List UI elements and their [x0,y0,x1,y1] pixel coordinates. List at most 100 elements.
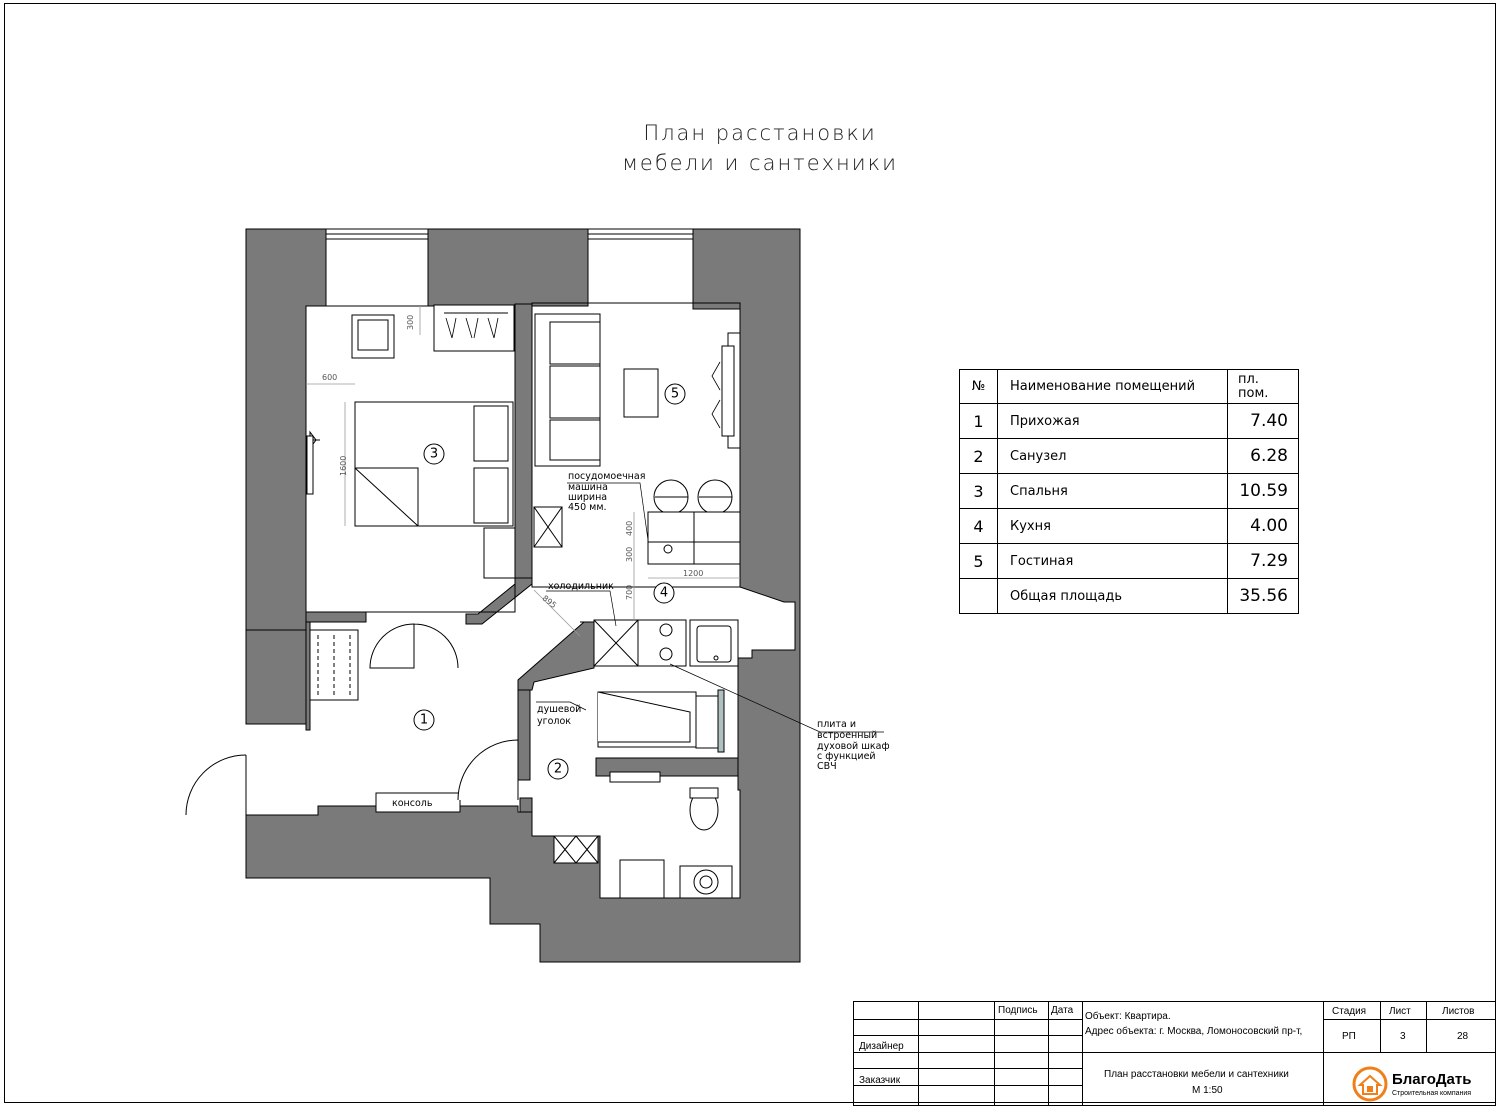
title-block: Подпись Дата Дизайнер Заказчик Объект: К… [853,1001,1496,1106]
console-table [375,792,461,813]
dishwasher-label-3: ширина [568,492,607,503]
total-name: Общая площадь [997,578,1228,614]
living-room-furniture [534,313,741,515]
dim-1600: 1600 [339,456,348,476]
dim-400: 400 [625,521,634,536]
stove-label-5: СВЧ [817,761,837,772]
console-label: консоль [392,798,433,809]
stamp-sheets: 28 [1457,1031,1469,1042]
stamp-drawing-name: План расстановки мебели и сантехники [1104,1069,1289,1080]
stamp-sheet: 3 [1400,1031,1406,1042]
room-marker-2 [547,758,569,780]
sink-drain [663,544,673,554]
nightstand [483,527,516,579]
room-marker-3 [423,443,445,465]
company-subtitle: Строительная компания [1392,1090,1472,1097]
kitchen-furniture [533,506,741,667]
drawing-title: План расстановки мебели и сантехники [560,118,960,178]
stamp-address: Адрес объекта: г. Москва, Ломоносовский … [1085,1026,1303,1037]
stamp-sheet-header: Лист [1389,1006,1411,1017]
stamp-object: Объект: Квартира. [1085,1011,1171,1022]
dishwasher-label-2: машина [568,482,608,493]
header-area: пл.пом. [1227,369,1299,404]
room-number-3: 3 [430,447,438,462]
stove-label-1: плита и [817,719,856,730]
wardrobe [433,304,515,352]
dim-300-top: 300 [406,315,415,330]
row-area: 7.29 [1227,543,1299,579]
coffee-table [623,368,659,418]
table-row: 5 Гостиная 7.29 [959,543,1299,579]
shower-label-2: уголок [537,716,571,727]
stamp-date-header: Дата [1051,1005,1074,1016]
row-name: Спальня [997,473,1228,509]
dim-895: 895 [540,594,558,611]
company-name: БлагоДать [1392,1071,1472,1088]
room-number-5: 5 [671,387,679,402]
stove-label-4: с функцией [817,751,876,762]
room-marker-4 [653,582,675,604]
table-row: 4 Кухня 4.00 [959,508,1299,544]
row-name: Гостиная [997,543,1228,579]
room-number-1: 1 [420,713,428,728]
room-marker-1 [413,709,435,731]
stamp-designer: Дизайнер [859,1041,904,1052]
header-num: № [959,369,998,404]
row-name: Прихожая [997,403,1228,439]
callout-leaders [536,482,884,733]
table-row: 1 Прихожая 7.40 [959,403,1299,439]
row-area: 7.40 [1227,403,1299,439]
room-area-table: № Наименование помещений пл.пом. 1 Прихо… [959,369,1299,614]
fridge-label: холодильник [548,581,614,592]
stamp-customer: Заказчик [859,1075,901,1086]
header-area-line-1: пл. [1238,371,1259,387]
row-num: 3 [959,473,998,509]
row-name: Кухня [997,508,1228,544]
bathroom-fixtures [553,689,733,899]
row-name: Санузел [997,438,1228,474]
header-area-line-2: пом. [1238,385,1269,401]
company-logo-icon [1352,1066,1388,1102]
dishwasher-label-1: посудомоечная [568,471,645,482]
row-num: 1 [959,403,998,439]
dim-700: 700 [625,585,634,600]
row-area: 10.59 [1227,473,1299,509]
stove-label-3: духовой шкаф [817,741,890,752]
windows [325,228,694,240]
kitchen-dimensions [533,512,740,637]
stamp-sign-header: Подпись [998,1005,1038,1016]
row-num: 4 [959,508,998,544]
bedroom-dimensions [306,306,421,526]
table-total-row: Общая площадь 35.56 [959,578,1299,614]
total-num [959,578,998,614]
title-line-1: План расстановки [643,121,877,145]
stamp-stage: РП [1342,1031,1356,1042]
row-num: 5 [959,543,998,579]
bedroom-furniture [306,304,516,579]
drawing-frame [4,3,1496,1103]
stamp-sheets-header: Листов [1442,1006,1475,1017]
title-line-2: мебели и сантехники [622,151,898,175]
room-marker-5 [664,383,686,405]
row-area: 6.28 [1227,438,1299,474]
dim-300-kitchen: 300 [625,547,634,562]
dim-1200: 1200 [683,569,703,578]
washbasin [619,859,665,899]
hallway-furniture [185,623,519,816]
row-area: 4.00 [1227,508,1299,544]
stamp-scale: М 1:50 [1192,1085,1223,1096]
table-row: 3 Спальня 10.59 [959,473,1299,509]
dishwasher-label-4: 450 мм. [568,502,607,513]
row-num: 2 [959,438,998,474]
table-row: 2 Санузел 6.28 [959,438,1299,474]
total-area: 35.56 [1227,578,1299,614]
table-header-row: № Наименование помещений пл.пом. [959,369,1299,404]
stove-label-2: встроенный [817,730,877,741]
header-name: Наименование помещений [997,369,1228,404]
room-number-4: 4 [660,586,668,601]
shower-label-1: душевой [537,704,581,715]
stamp-stage-header: Стадия [1332,1006,1367,1017]
room-number-2: 2 [554,762,562,777]
utility-boxes [553,835,599,864]
room-markers [413,383,686,780]
